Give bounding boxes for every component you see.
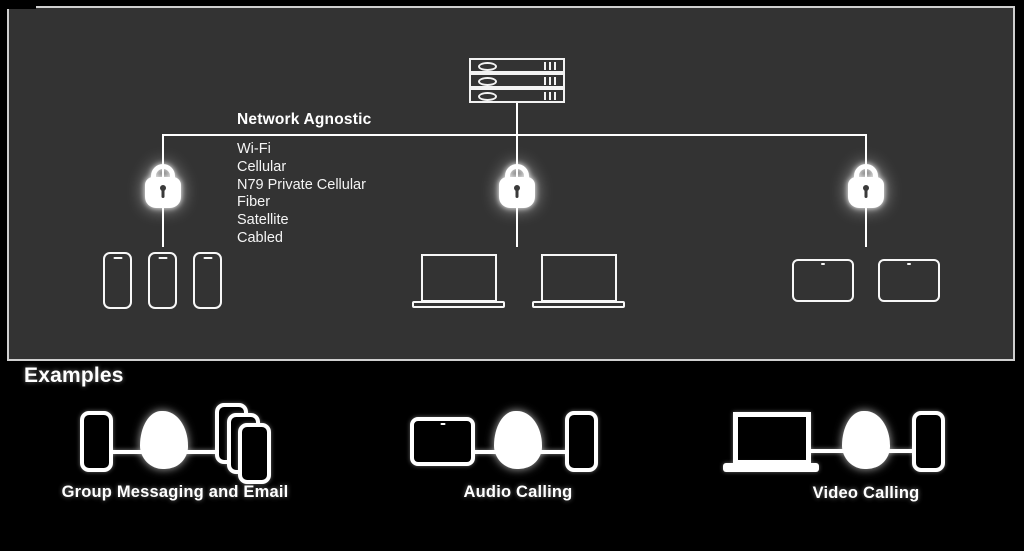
example-label: Audio Calling xyxy=(463,483,573,501)
network-type-item: Wi-Fi xyxy=(237,141,271,157)
keyhole-stem xyxy=(515,189,519,198)
server-vent-icon xyxy=(544,77,556,85)
panel-border-gap xyxy=(0,0,36,9)
server-drive-icon xyxy=(478,92,497,101)
padlock-icon xyxy=(495,164,539,212)
lock-body xyxy=(848,177,884,208)
keyhole-icon xyxy=(160,185,166,191)
server-vent-icon xyxy=(544,62,556,70)
network-type-item: Satellite xyxy=(237,212,289,229)
example-label: Video Calling xyxy=(812,484,920,502)
network-type-item: N79 Private Cellular xyxy=(237,176,366,193)
laptop-base-icon xyxy=(723,463,819,472)
network-node-icon xyxy=(842,411,890,469)
smartphone-icon xyxy=(193,252,222,309)
tablet-camera xyxy=(821,263,825,265)
server-unit xyxy=(469,58,565,73)
tablet-icon xyxy=(792,259,854,302)
server-unit xyxy=(469,73,565,88)
server-drive-icon xyxy=(478,77,497,86)
keyhole-icon xyxy=(514,185,520,191)
network-bus-line xyxy=(162,134,867,136)
smartphone-icon xyxy=(80,411,113,472)
server-rack-icon xyxy=(469,58,565,103)
network-agnostic-label: Network Agnostic xyxy=(237,111,372,128)
server-drop-line xyxy=(516,103,518,135)
network-type-item: Cellular xyxy=(237,158,287,175)
laptop-base-icon xyxy=(412,301,505,308)
phone-speaker xyxy=(158,257,167,259)
server-drive-icon xyxy=(478,62,497,71)
smartphone-icon xyxy=(912,411,945,472)
tablet-icon xyxy=(410,417,475,466)
tablet-camera xyxy=(440,423,445,425)
examples-heading: Examples xyxy=(24,364,124,387)
laptop-screen-icon xyxy=(421,254,497,302)
laptop-screen-icon xyxy=(733,412,811,465)
example-label: Group Messaging and Email xyxy=(61,483,289,501)
lock-body xyxy=(145,177,181,208)
phone-speaker xyxy=(203,257,212,259)
tablet-icon xyxy=(878,259,940,302)
network-node-icon xyxy=(494,411,542,469)
tablet-camera xyxy=(907,263,911,265)
network-node-icon xyxy=(140,411,188,469)
padlock-icon xyxy=(141,164,185,212)
smartphone-stack-front-icon xyxy=(238,423,271,484)
network-type-item: Cabled xyxy=(237,229,283,246)
phone-speaker xyxy=(113,257,122,259)
keyhole-stem xyxy=(864,189,868,198)
keyhole-icon xyxy=(863,185,869,191)
lock-body xyxy=(499,177,535,208)
network-type-item: Fiber xyxy=(237,194,271,211)
server-vent-icon xyxy=(544,92,556,100)
smartphone-icon xyxy=(148,252,177,309)
smartphone-icon xyxy=(103,252,132,309)
laptop-screen-icon xyxy=(541,254,617,302)
network-types-list: Wi-Fi Cellular N79 Private Cellular Fibe… xyxy=(237,141,366,248)
laptop-base-icon xyxy=(532,301,625,308)
smartphone-icon xyxy=(565,411,598,472)
server-unit xyxy=(469,88,565,103)
keyhole-stem xyxy=(161,189,165,198)
padlock-icon xyxy=(844,164,888,212)
